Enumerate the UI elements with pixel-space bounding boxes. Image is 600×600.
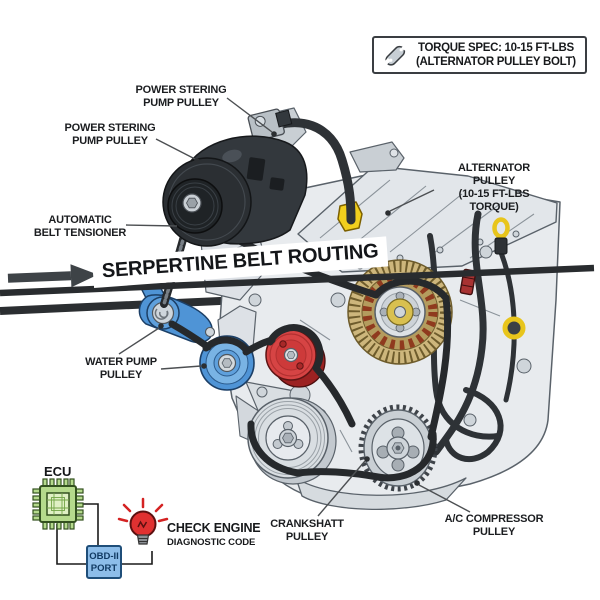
diagnostics-cluster bbox=[32, 478, 169, 579]
label-power-steering-top: POWER STERING PUMP PULLEY bbox=[135, 84, 227, 109]
water-pump-pulley bbox=[199, 335, 255, 391]
obd-port-box bbox=[86, 545, 122, 579]
label-belt-tensioner: AUTOMATIC BELT TENSIONER bbox=[33, 214, 127, 239]
label-crankshaft: CRANKSHATT PULLEY bbox=[270, 518, 344, 543]
red-engine-pulley bbox=[265, 329, 326, 388]
dipstick-icon bbox=[492, 217, 510, 255]
belt-line-upper bbox=[0, 264, 595, 297]
obd-port-label: OBD-II PORT bbox=[89, 551, 119, 574]
torque-spec-line2: (ALTERNATOR PULLEY BOLT) bbox=[416, 56, 576, 69]
connector-lines bbox=[56, 503, 153, 565]
torque-spec-line1: TORQUE SPEC: 10-15 FT-LBS bbox=[417, 42, 574, 54]
leader-lines bbox=[118, 97, 471, 517]
label-alternator: ALTERNATOR PULLEY (10-15 FT-LBS TORQUE) bbox=[458, 162, 530, 213]
wrench-icon bbox=[383, 43, 409, 66]
check-engine-bulb-icon bbox=[117, 497, 169, 545]
power-steering-pump bbox=[162, 108, 356, 247]
check-engine-title: CHECK ENGINE bbox=[167, 521, 261, 535]
torque-spec-box: TORQUE SPEC: 10-15 FT-LBS (ALTERNATOR PU… bbox=[372, 36, 587, 75]
torque-spec-text: TORQUE SPEC: 10-15 FT-LBS (ALTERNATOR PU… bbox=[416, 41, 576, 69]
label-ac-compressor: A/C COMPRESSOR PULLEY bbox=[444, 513, 544, 538]
check-engine-subtitle: DIAGNOSTIC CODE bbox=[167, 537, 256, 548]
label-power-steering-left: POWER STERING PUMP PULLEY bbox=[64, 122, 156, 147]
ecu-label: ECU bbox=[44, 464, 72, 479]
right-arrow-icon bbox=[7, 264, 98, 288]
label-water-pump: WATER PUMP PULLEY bbox=[85, 356, 157, 381]
ecu-chip-icon bbox=[32, 478, 84, 530]
grommet-icon bbox=[502, 316, 526, 340]
